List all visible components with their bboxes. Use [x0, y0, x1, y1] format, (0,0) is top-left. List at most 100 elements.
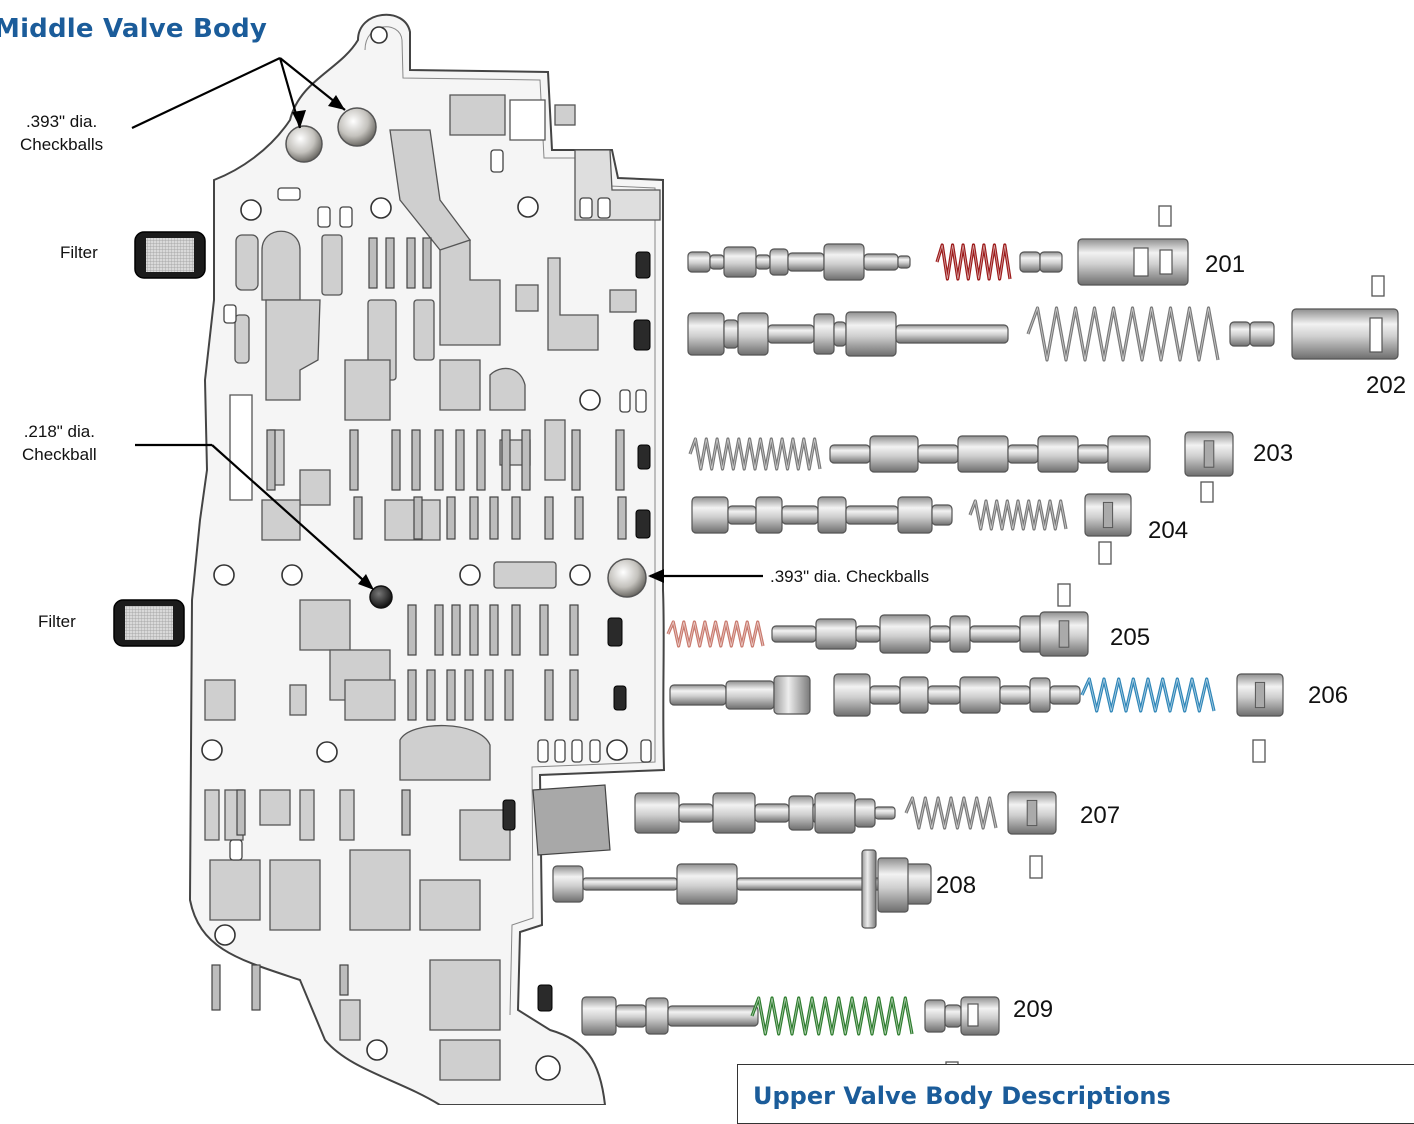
- valve-206-spool: [1029, 677, 1051, 713]
- valve-203-spool: [1077, 444, 1109, 464]
- valve-201-sleeve-slot: [1159, 249, 1173, 275]
- part-number-209: 209: [1013, 996, 1054, 1023]
- valve-201-spool: [823, 243, 865, 281]
- part-number-208: 208: [936, 872, 977, 899]
- valve-body-plate: [188, 13, 666, 1105]
- checkballs-top-line1: .393" dia.: [25, 112, 98, 131]
- valve-209-spool: [645, 997, 669, 1035]
- valve-202-plug: [1249, 321, 1275, 347]
- valve-207-spool-a: [754, 803, 790, 823]
- valve-206-spool: [869, 685, 901, 705]
- valve-206-spool: [899, 676, 929, 714]
- valve-203-spool: [1007, 444, 1039, 464]
- valve-208-spool: [552, 865, 584, 903]
- valve-206-plug: [773, 675, 811, 715]
- valve-204-spring: [969, 499, 1067, 530]
- valve-204-plug: [1102, 501, 1114, 529]
- valve-201-spool: [787, 252, 825, 272]
- valve-206-retainer: [1252, 739, 1266, 763]
- valve-202-spring: [1027, 306, 1219, 361]
- valve-202-spool: [687, 312, 725, 356]
- valve-205-spool: [969, 625, 1021, 643]
- valve-201-sleeve-slot: [1133, 247, 1149, 277]
- valve-207-spring: [905, 796, 997, 829]
- valve-202-spool: [723, 319, 739, 349]
- valve-206-plug: [725, 680, 775, 710]
- valve-202-spool: [767, 324, 815, 344]
- valve-202-spool: [737, 312, 769, 356]
- valve-201-plug: [1019, 251, 1041, 273]
- valve-204-spring: [968, 499, 1068, 531]
- valve-202-retainer: [1371, 275, 1385, 297]
- valve-203-spool: [1107, 435, 1151, 473]
- checkballs-top-line2: Checkballs: [20, 135, 104, 154]
- valve-204-spool: [781, 505, 819, 525]
- valve-208-flange: [877, 857, 909, 913]
- valve-203-spool: [957, 435, 1009, 473]
- valve-205-spool: [815, 618, 857, 650]
- valve-206-spring: [1080, 677, 1216, 713]
- valve-207-spool-a: [678, 803, 714, 823]
- part-number-201: 201: [1205, 251, 1246, 278]
- valve-207-spool-b: [854, 798, 876, 828]
- valve-parts: [552, 205, 1399, 1083]
- valve-209-spool: [667, 1005, 759, 1027]
- valve-205-retainer: [1057, 583, 1071, 607]
- valve-206-plug-end: [1254, 681, 1266, 709]
- valve-207-retainer: [1029, 855, 1043, 879]
- valve-202-spring: [1026, 306, 1220, 362]
- valve-206-spool: [833, 673, 871, 717]
- valve-202-spool: [845, 311, 897, 357]
- checkball-small-line2: Checkball: [22, 445, 97, 464]
- valve-205-spool: [949, 615, 971, 653]
- valve-207-spool-a: [634, 792, 680, 834]
- valve-206-spool: [1049, 685, 1081, 705]
- valve-205-spool: [929, 625, 951, 643]
- valve-207-spool-a: [712, 792, 756, 834]
- valve-208-flange: [861, 849, 877, 929]
- valve-204-spool: [897, 496, 933, 534]
- valve-205-spring: [666, 620, 765, 648]
- valve-201-spring: [936, 244, 1011, 280]
- valve-203-spool: [917, 444, 959, 464]
- valve-209-plug: [960, 996, 1000, 1036]
- valve-204-spool: [931, 504, 953, 526]
- checkball-small-callout: .218" dia. Checkball: [22, 420, 97, 466]
- valve-202-spool: [895, 324, 1009, 344]
- valve-201-spool: [863, 253, 899, 271]
- valve-201-spool: [687, 251, 711, 273]
- valve-204-spool: [817, 496, 847, 534]
- valve-206-spool: [927, 685, 961, 705]
- valve-202-plug: [1229, 321, 1251, 347]
- valve-208-spool: [676, 863, 738, 905]
- valve-201-spool: [755, 254, 771, 270]
- valve-209-spool: [581, 996, 617, 1036]
- valve-201-retainer: [1158, 205, 1172, 227]
- valve-207-spool-b: [814, 792, 856, 834]
- checkball-small-line1: .218" dia.: [23, 422, 95, 441]
- part-number-204: 204: [1148, 517, 1189, 544]
- valve-209-spring: [751, 996, 913, 1035]
- valve-203-plug: [1203, 440, 1215, 468]
- valve-204-spool: [727, 505, 757, 525]
- valve-205-spool: [855, 625, 881, 643]
- valve-209-spring: [750, 996, 914, 1036]
- filter-top: [134, 231, 206, 279]
- valve-206-spool: [999, 685, 1031, 705]
- valve-207-spool-a: [788, 795, 814, 831]
- part-number-206: 206: [1308, 682, 1349, 709]
- valve-209-plug: [944, 1004, 962, 1028]
- valve-202-spool: [833, 321, 847, 347]
- filter-top-label: Filter: [60, 243, 98, 262]
- valve-209-plug: [924, 999, 946, 1033]
- valve-206-plug: [669, 684, 727, 706]
- filter-bottom-label: Filter: [38, 612, 76, 631]
- valve-201-plug: [1039, 251, 1063, 273]
- valve-202-spool: [813, 313, 835, 355]
- valve-204-spool: [755, 496, 783, 534]
- valve-201-spool: [709, 254, 725, 270]
- valve-208-spool: [582, 877, 678, 891]
- checkballs-top-callout: .393" dia. Checkballs: [20, 110, 103, 156]
- part-number-207: 207: [1080, 802, 1121, 829]
